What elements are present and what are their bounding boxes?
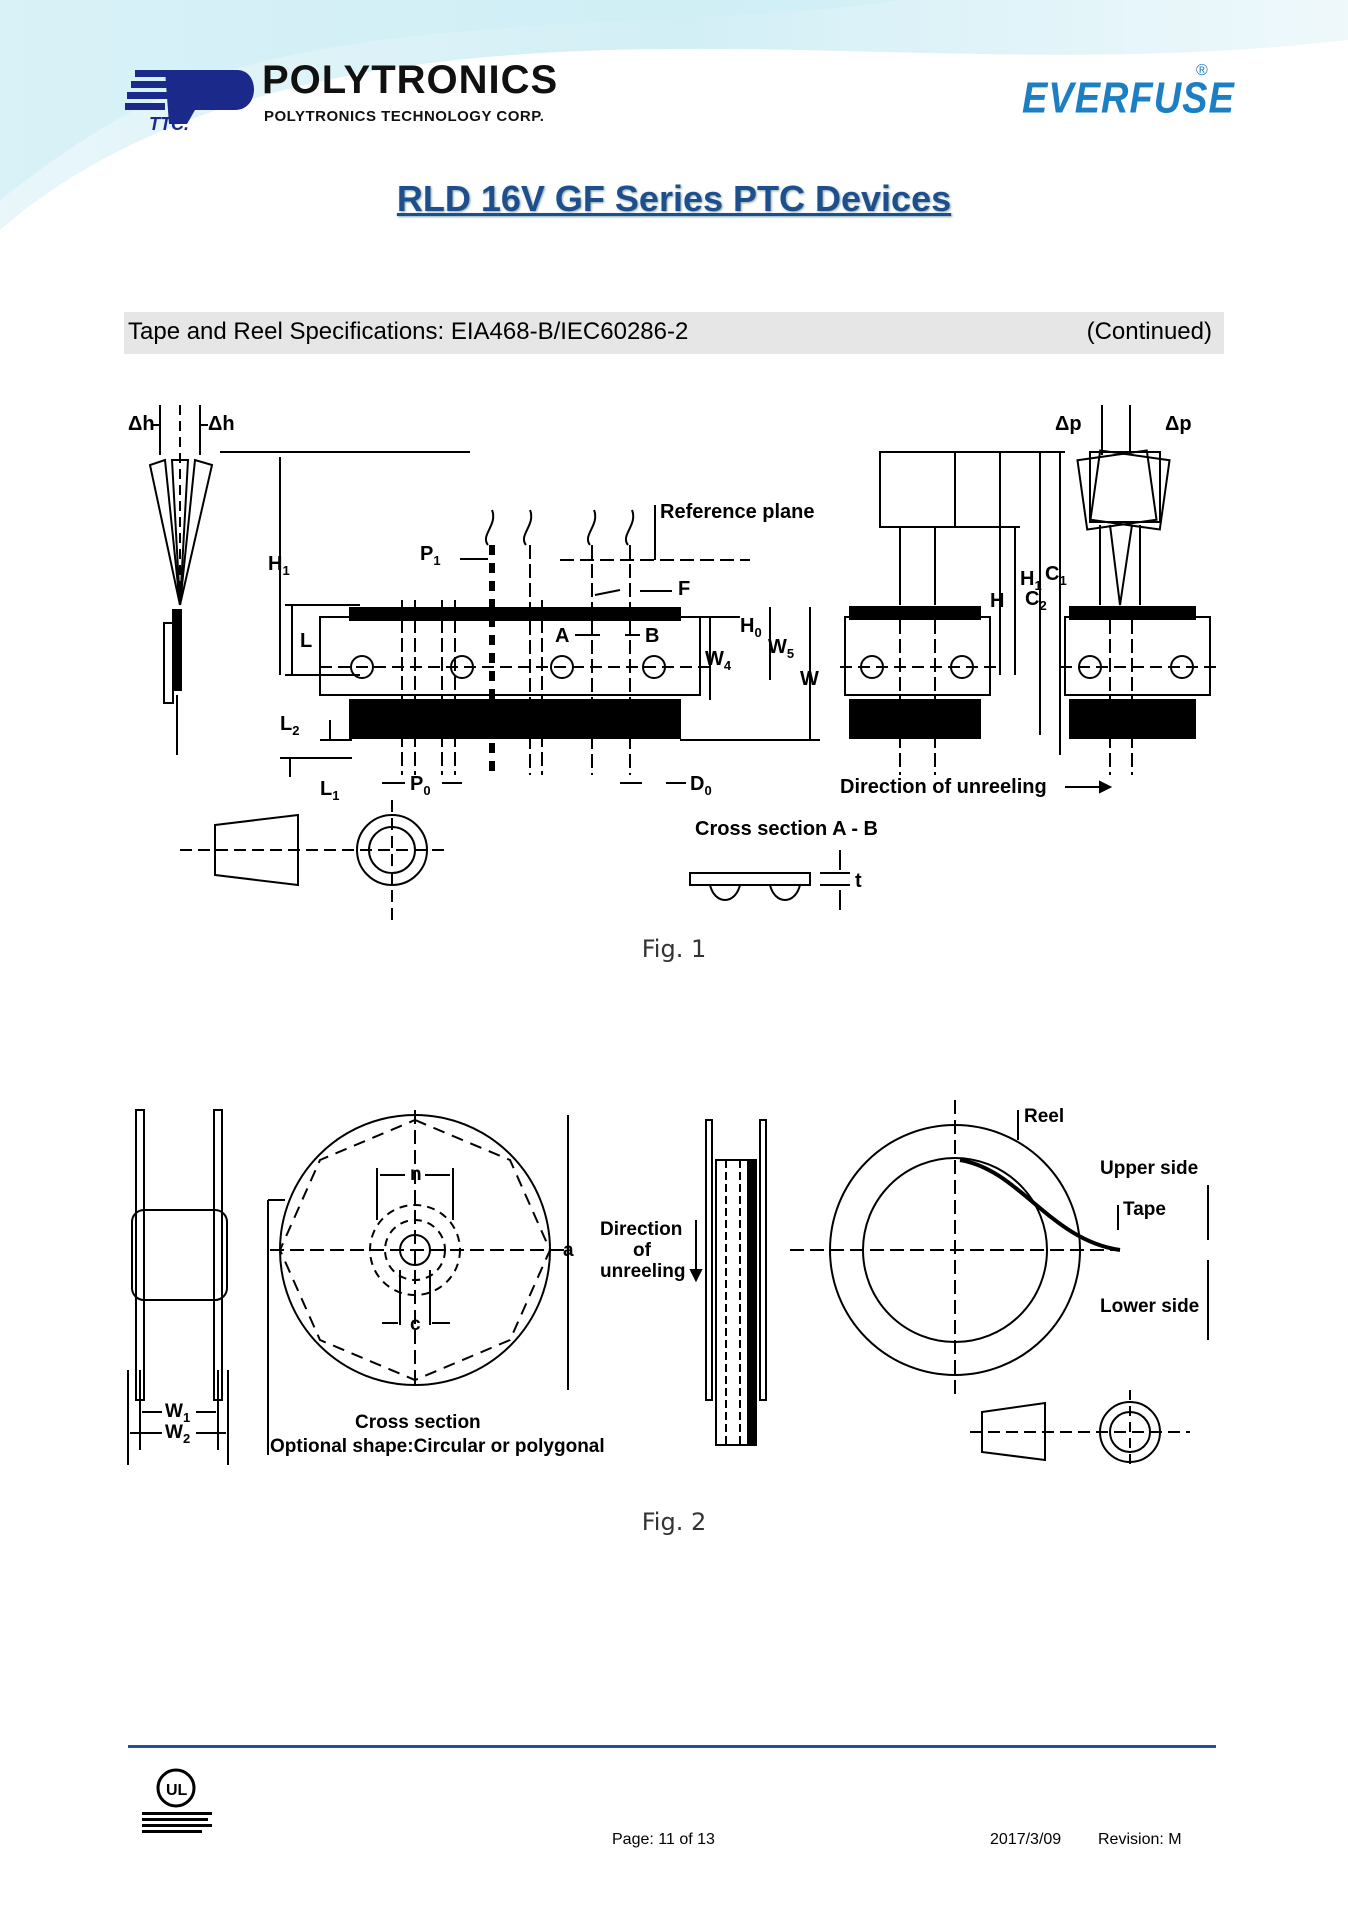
dh-right-label: Δh [208,413,235,435]
ul-certification-mark: UL [142,1768,212,1833]
l2-label: L2 [280,713,299,738]
cross-section-label: Cross section [355,1412,481,1433]
p0-label: P0 [410,773,431,798]
figure-1-caption: Fig. 1 [641,935,707,963]
w4-label: W4 [705,648,732,673]
brand-subtitle: POLYTRONICS TECHNOLOGY CORP. [264,108,545,125]
tape-stack [725,1159,757,1446]
section-continued: (Continued) [1086,318,1212,345]
c1-label: C1 [1045,563,1067,588]
reference-plane-label: Reference plane [660,501,815,523]
logo-ttc-text: TTC. [149,114,189,132]
lower-side-label: Lower side [1100,1296,1199,1317]
revision-label: Revision: M [1098,1831,1182,1848]
svg-text:UL: UL [166,1782,188,1799]
f-label: F [678,578,690,600]
h1-label: H1 [268,553,290,578]
everfuse-logo: EVERFUSE [1022,74,1235,124]
optional-shape-label: Optional shape:Circular or polygonal [270,1436,605,1457]
figure-2-caption: Fig. 2 [641,1508,707,1536]
b-label: B [645,625,659,647]
section-header-bar [124,312,1224,354]
w-label: W [800,668,819,690]
figure-2-reel-diagram: W1 W2 n c a Cross section Optional shape… [127,1100,1209,1470]
l-label: L [300,630,312,652]
h-label: H [990,590,1004,612]
d0-label: D0 [690,773,712,798]
brand-name: POLYTRONICS [262,58,559,102]
revision-date: 2017/3/09 [990,1831,1062,1848]
page-title: RLD 16V GF Series PTC Devices [396,178,952,219]
h1b-label: H1 [1020,568,1042,593]
direction-line-1: Direction [600,1219,682,1240]
w5-label: W5 [768,636,794,661]
direction-line-2: of [633,1240,652,1261]
registered-mark: ® [1196,62,1208,79]
polytronics-logo: TTC. [125,70,255,132]
c2-label: C2 [1025,588,1047,613]
page-number: Page: 11 of 13 [612,1831,715,1848]
w1-label: W1 [165,1401,190,1425]
direction-unreeling-label: Direction of unreeling [840,776,1047,798]
dp-right-label: Δp [1165,413,1192,435]
tape-label: Tape [1123,1199,1166,1220]
header-background-swoosh [0,0,1348,230]
h0-label: H0 [740,615,762,640]
section-title: Tape and Reel Specifications: EIA468-B/I… [128,318,689,345]
p1-label: P1 [420,543,441,568]
a-label: A [555,625,569,647]
w2-label: W2 [165,1422,190,1446]
n-label: n [410,1164,422,1185]
footer-divider [128,1745,1216,1748]
direction-line-3: unreeling [600,1261,686,1282]
dh-left-label: Δh [128,413,155,435]
cross-section-ab-label: Cross section A - B [695,818,878,840]
c-label: c [410,1314,421,1335]
l1-label: L1 [320,778,339,803]
reel-label: Reel [1024,1106,1064,1127]
t-label: t [855,870,862,892]
a-label: a [563,1240,574,1261]
side-view-components [148,405,214,755]
figure-1-tape-diagram: Δh Δh H1 L P1 Reference plane F A B H0 W… [128,405,1220,920]
upper-side-label: Upper side [1100,1158,1198,1179]
dp-left-label: Δp [1055,413,1082,435]
